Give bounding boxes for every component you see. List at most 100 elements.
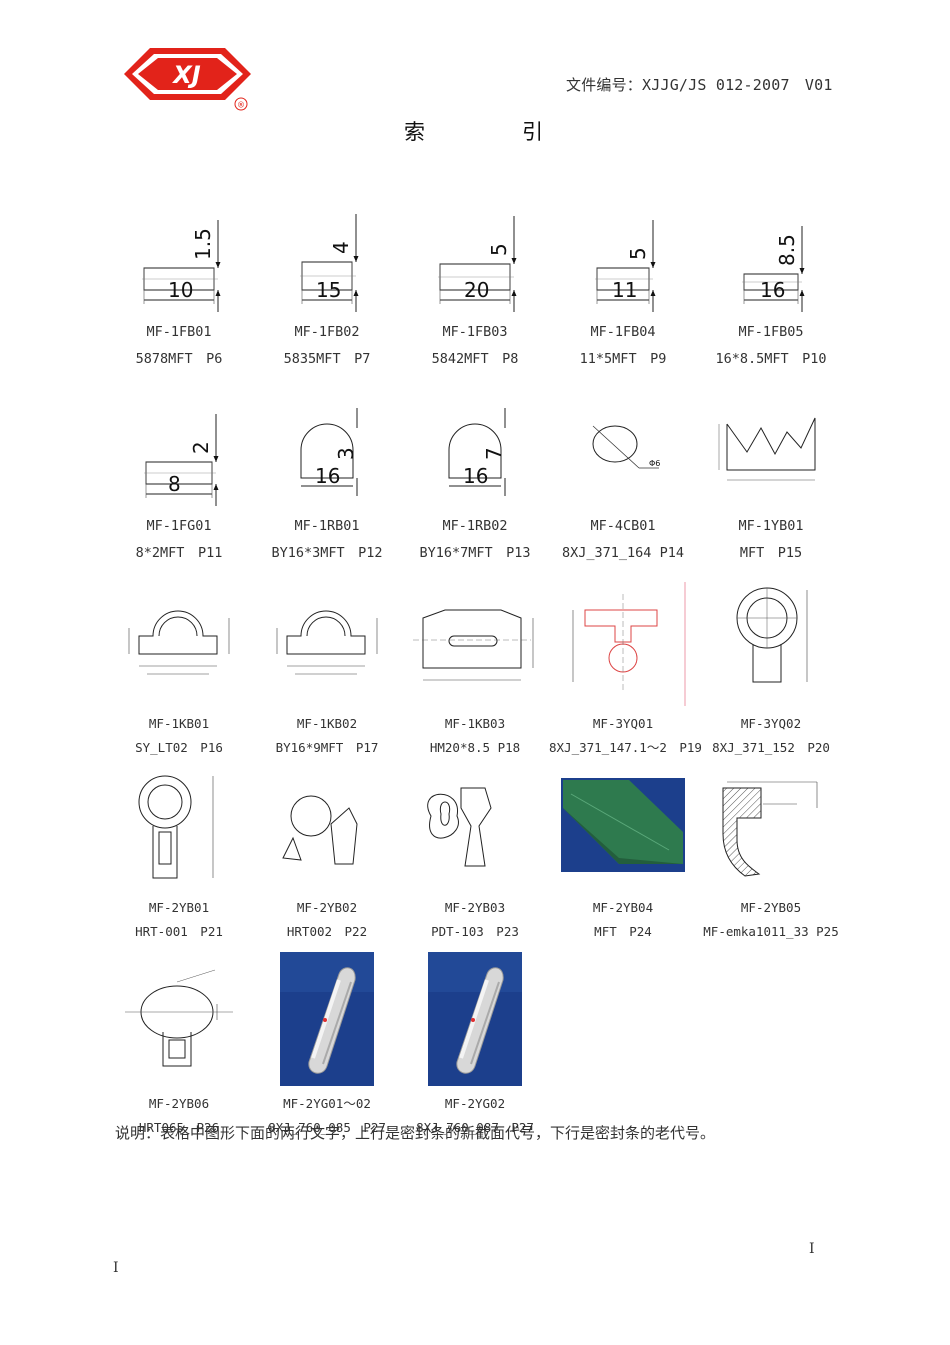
new-section-code: MF-2YG02 [444,1096,506,1111]
profile-drawing-3d-render [253,950,401,1086]
profile-drawing-hatched-profile [697,768,845,890]
profile-drawing-3d-render [549,768,697,890]
new-section-code: MF-1FG01 [146,518,212,534]
new-section-code: MF-1KB01 [148,716,210,731]
new-section-code: MF-1RB02 [442,518,508,534]
profile-drawing-3d-render [401,950,549,1086]
profile-drawing-bulb-profile [105,578,253,706]
dimension-label: 16 [760,278,785,302]
old-code-and-page: HRT002 P22 [286,923,368,939]
old-code-and-page: BY16*9MFT P17 [275,739,379,755]
old-code-and-page: MFT P15 [739,544,803,561]
new-section-code: MF-3YQ02 [740,716,802,731]
profile-drawing-clip-profile [253,768,401,890]
logo-lettering: XJ [171,61,201,89]
dimension-label: 20 [464,278,489,302]
old-code-and-page: 8XJ_371_147.1～2 P19 [549,739,702,755]
dimension-label: Φ6 [649,459,660,468]
old-code-and-page: 5842MFT P8 [431,350,519,367]
old-code-and-page: BY16*7MFT P13 [419,544,531,561]
profile-drawing-t-profile [549,578,697,706]
new-section-code: MF-1FB05 [738,324,804,340]
new-section-code: MF-1KB03 [444,716,506,731]
page-number-right: I [809,1241,815,1257]
new-section-code: MF-2YB02 [296,900,358,915]
profile-drawing-ring-profile [697,578,845,706]
profile-drawing-hollow-profile [401,578,549,706]
new-section-code: MF-1FB04 [590,324,656,340]
profile-drawing-clip-profile [105,768,253,890]
old-code-and-page: HRT-001 P21 [135,923,223,939]
new-section-code: MF-2YB04 [592,900,654,915]
dimension-label: 8 [168,472,181,496]
dimension-label: 3 [334,447,358,460]
dimension-label: 1.5 [191,228,215,260]
profile-drawing-bulb-profile [253,578,401,706]
new-section-code: MF-1FB03 [442,324,508,340]
old-code-and-page: BY16*3MFT P12 [271,544,383,561]
dimension-label: 16 [463,464,488,488]
old-code-and-page: 8XJ_760_087 P27 [416,1119,534,1135]
page-number-left: I [113,1260,119,1276]
old-code-and-page: MF-emka1011_33 P25 [703,923,839,939]
profile-drawing-circle-profile: Φ6 [549,388,697,506]
new-section-code: MF-1FB01 [146,324,212,340]
new-section-code: MF-1KB02 [296,716,358,731]
dimension-label: 2 [189,441,213,454]
old-code-and-page: 5878MFT P6 [135,350,223,367]
new-section-code: MF-2YB03 [444,900,506,915]
old-code-and-page: HRT065 P26 [138,1119,220,1135]
profile-drawing-lip-profile [697,388,845,506]
old-code-and-page: 11*5MFT P9 [579,350,667,367]
registered-mark: ® [237,101,245,110]
old-code-and-page: 8XJ_371_152 P20 [712,739,830,755]
old-code-and-page: 8XJ_371_164 P14 [562,544,684,561]
dimension-label: 4 [329,241,353,254]
document-number: 文件编号：XJJG/JS 012-2007 V01 [566,76,833,94]
dimension-label: 11 [612,278,637,302]
old-code-and-page: HM20*8.5 P18 [429,739,521,755]
old-code-and-page: SY_LT02 P16 [135,739,223,755]
new-section-code: MF-2YG01～02 [283,1096,371,1111]
new-section-code: MF-2YB01 [148,900,210,915]
company-logo: XJ ® [124,48,251,111]
explanation-note: 说明：表格中图形下面的两行文字，上行是密封条的新截面代号，下行是密封条的老代号。 [115,1124,716,1142]
new-section-code: MF-2YB05 [740,900,802,915]
old-code-and-page: 16*8.5MFT P10 [715,350,827,367]
old-code-and-page: 8*2MFT P11 [135,544,223,561]
index-cell: MF-3YQ02 8XJ_371_152 P20 [697,578,845,754]
new-section-code: MF-4CB01 [590,518,656,534]
dimension-label: 10 [168,278,193,302]
old-code-and-page: 8XJ_760_085 P27 [268,1119,386,1135]
profile-drawing-oval-profile [105,950,253,1086]
